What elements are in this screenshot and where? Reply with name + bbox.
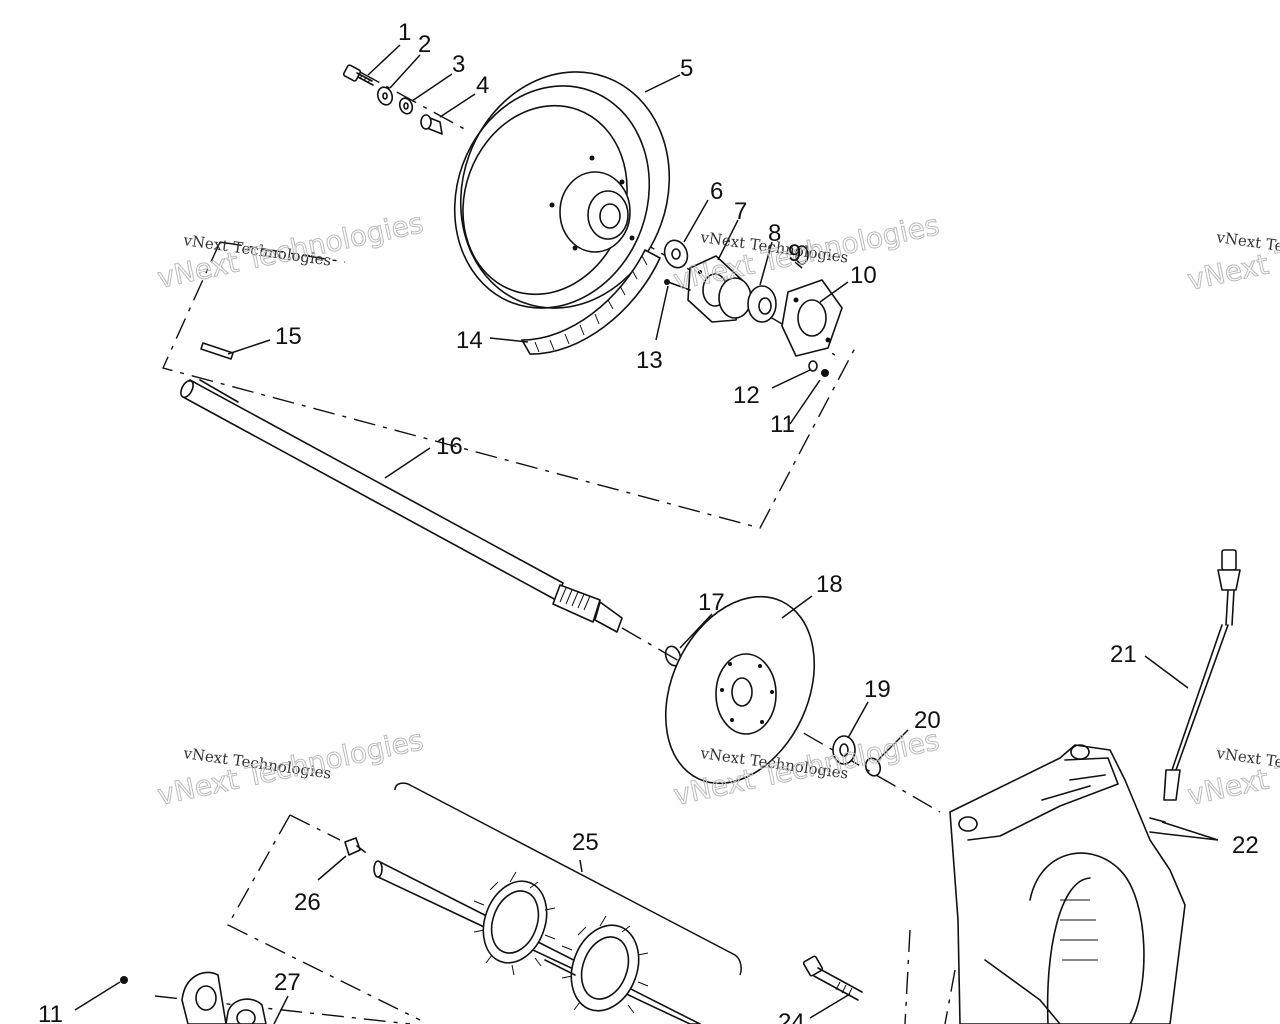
screw-26 <box>344 837 366 856</box>
part-labels: 1 2 3 4 5 6 7 8 9 10 11 12 13 14 15 16 1… <box>38 19 1259 1024</box>
flange-10 <box>781 279 843 357</box>
o-ring-20 <box>864 757 882 777</box>
washer-12 <box>808 360 818 372</box>
label-11-lower: 11 <box>38 1001 63 1024</box>
bracket-25 <box>394 782 742 976</box>
label-12: 12 <box>733 382 760 409</box>
assembly-outline-upper <box>162 241 856 529</box>
driven-pulley-5 <box>453 71 671 309</box>
nut-11 <box>821 369 829 377</box>
drive-shaft-25 <box>373 860 701 1024</box>
brake-disc-18 <box>664 595 816 785</box>
label-8: 8 <box>768 220 781 247</box>
chain-14 <box>521 249 661 355</box>
chaincase-housing <box>949 744 1186 1024</box>
label-7: 7 <box>734 198 747 225</box>
label-9: 9 <box>788 240 801 267</box>
label-3: 3 <box>452 51 465 78</box>
bearing-cup-27 <box>181 971 267 1024</box>
label-15: 15 <box>275 323 302 350</box>
label-26: 26 <box>294 889 321 916</box>
label-27: 27 <box>274 969 301 996</box>
shaft-16 <box>180 379 623 633</box>
label-2: 2 <box>418 31 431 58</box>
pin-22 <box>1149 817 1167 835</box>
ring-9 <box>795 245 809 265</box>
lock-washer-3 <box>398 97 414 115</box>
watermark-text: vNext Technologies <box>155 723 427 812</box>
spacer-4 <box>420 114 443 135</box>
washer-2 <box>376 86 394 106</box>
screw-13 <box>664 279 691 291</box>
label-11: 11 <box>770 411 795 438</box>
label-17: 17 <box>698 589 725 616</box>
label-19: 19 <box>864 676 891 703</box>
label-10: 10 <box>850 262 877 289</box>
label-16: 16 <box>436 433 463 460</box>
label-20: 20 <box>914 707 941 734</box>
dipstick-21 <box>1163 549 1241 801</box>
assembly-outline-lower <box>227 814 956 1024</box>
label-4: 4 <box>476 72 489 99</box>
leader-lines <box>74 44 1219 1024</box>
label-18: 18 <box>816 571 843 598</box>
label-13: 13 <box>636 347 663 374</box>
label-1: 1 <box>398 19 411 46</box>
label-6: 6 <box>710 178 723 205</box>
watermark-text: vNext Technologies <box>1185 723 1280 812</box>
bearing-19 <box>832 735 856 765</box>
label-5: 5 <box>680 55 693 82</box>
label-14: 14 <box>456 327 483 354</box>
label-22: 22 <box>1232 832 1259 859</box>
watermark-text: vNext Technologies <box>1185 208 1280 297</box>
bearing-8 <box>718 277 777 323</box>
bolt-1 <box>342 64 374 86</box>
washer-6 <box>663 239 689 269</box>
label-25: 25 <box>572 829 599 856</box>
nut-11-lower <box>120 976 128 984</box>
label-21: 21 <box>1110 641 1137 668</box>
watermark-text: vNext Technologies <box>671 208 943 297</box>
key-15 <box>200 342 234 360</box>
bolt-24 <box>802 955 863 1001</box>
label-24: 24 <box>778 1009 805 1024</box>
